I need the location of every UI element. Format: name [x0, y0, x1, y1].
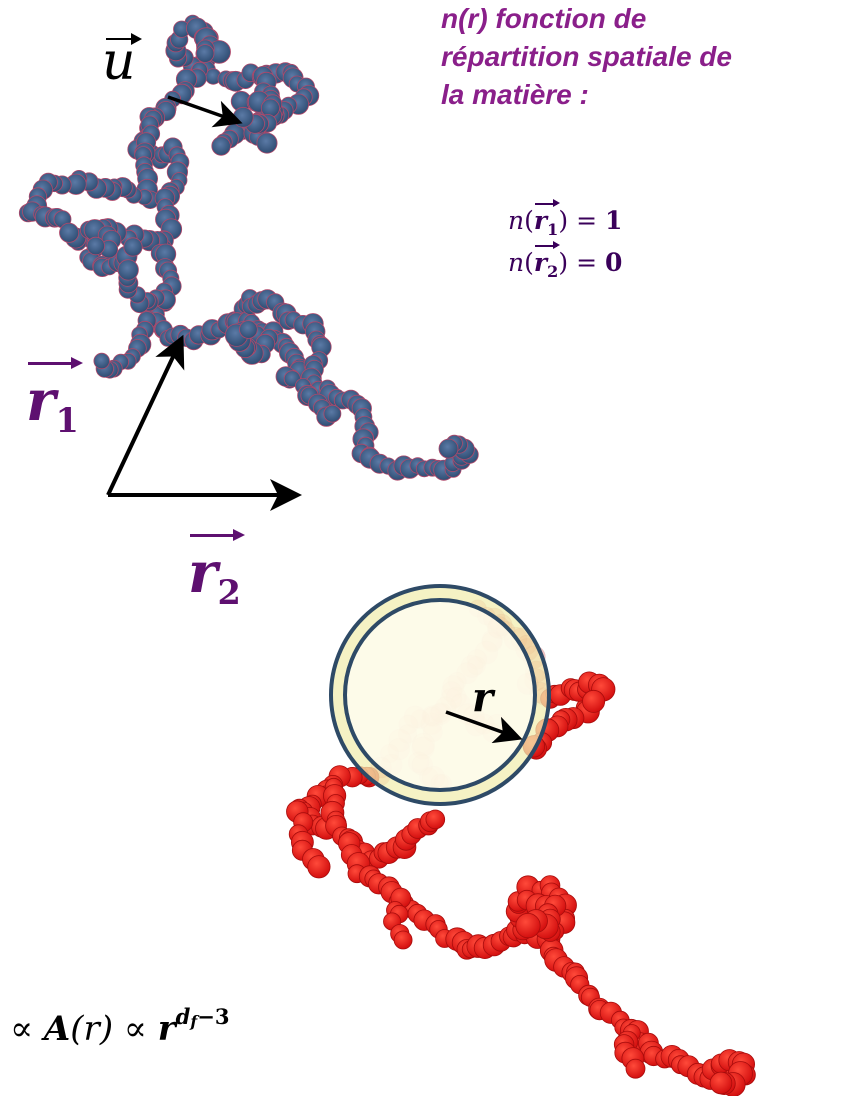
equals-sign: = — [576, 206, 598, 235]
vector-arrow-icon — [106, 33, 141, 45]
particle — [323, 404, 342, 423]
density-row-r2: n(r2) = 0 — [508, 241, 623, 288]
caption-line: répartition spatiale de — [441, 41, 732, 72]
formula-exp-sub: f — [190, 1012, 198, 1032]
formula-exp-base: d — [175, 1004, 191, 1029]
vector-arrow-icon — [28, 357, 83, 369]
particle — [256, 132, 278, 154]
density-vector-index: 2 — [547, 262, 559, 281]
particle — [211, 136, 231, 156]
particle — [515, 912, 541, 939]
density-values: n(r1) = 1 n(r2) = 0 — [508, 199, 623, 288]
particle — [59, 222, 80, 243]
caption-line: la matière : — [441, 79, 589, 110]
particle — [93, 352, 110, 370]
formula-area-arg: (r) — [70, 1008, 114, 1049]
density-vector-symbol: r — [533, 206, 548, 235]
fractal-aggregate-blue — [18, 14, 479, 481]
sampling-circle — [329, 584, 551, 806]
vector-r2-index: 2 — [217, 571, 241, 612]
density-vector: r2 — [533, 241, 561, 288]
formula-prop-1: ∝ — [10, 1008, 34, 1049]
particle — [123, 237, 143, 257]
caption-line: n(r) fonction de — [441, 3, 647, 34]
density-func: n — [508, 248, 525, 277]
density-value: 1 — [604, 206, 623, 235]
formula-exponent: df−3 — [175, 1004, 230, 1032]
radius-arrow — [445, 710, 523, 744]
particle — [117, 259, 139, 281]
density-vector-symbol: r — [533, 248, 548, 277]
density-value: 0 — [604, 248, 623, 277]
formula-area: A — [43, 1008, 71, 1049]
particle — [393, 930, 413, 950]
particle — [260, 98, 280, 118]
density-vector-index: 1 — [547, 220, 559, 239]
particle — [307, 855, 331, 879]
formula-base: r — [157, 1008, 176, 1049]
radius-label: r — [472, 674, 494, 721]
vector-r1-index: 1 — [55, 399, 79, 440]
particle — [582, 689, 606, 713]
particle — [239, 320, 258, 339]
density-vector: r1 — [533, 199, 561, 246]
particle — [232, 106, 254, 128]
particle — [195, 44, 215, 63]
vector-u-symbol: u — [102, 32, 136, 92]
formula-exp-rest: −3 — [197, 1004, 230, 1029]
particle — [709, 1071, 733, 1095]
vector-u-label: u — [102, 32, 141, 92]
vector-r1-symbol: r — [26, 368, 56, 434]
particle — [625, 1058, 646, 1079]
formula-prop-2: ∝ — [123, 1008, 147, 1049]
equals-sign: = — [576, 248, 598, 277]
position-vector-r1-arrow — [106, 334, 185, 496]
particle — [86, 236, 106, 256]
density-row-r1: n(r1) = 1 — [508, 199, 623, 246]
direction-vector-u-arrow — [167, 95, 243, 128]
vector-r2-label: r2 — [188, 529, 245, 612]
scaling-formula: ) ∝ A(r) ∝ rdf−3 — [0, 1004, 230, 1049]
vector-r1-label: r1 — [26, 357, 83, 440]
caption-text: n(r) fonction de répartition spatiale de… — [441, 0, 841, 114]
vector-r2-symbol: r — [188, 540, 218, 606]
density-func: n — [508, 206, 525, 235]
particle — [438, 438, 459, 459]
vector-arrow-icon — [190, 529, 245, 541]
particle — [425, 809, 446, 830]
